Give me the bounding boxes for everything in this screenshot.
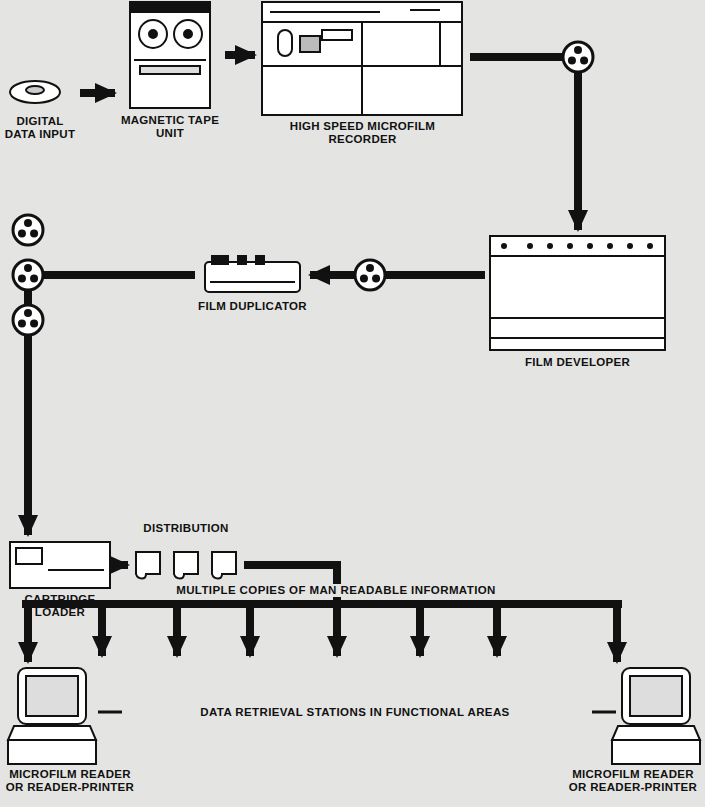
film-reel — [13, 260, 43, 290]
reel-hole — [568, 57, 576, 65]
film-reel — [563, 42, 593, 72]
flow-note: MULTIPLE COPIES OF MAN READABLE INFORMAT… — [172, 584, 500, 597]
distribution-bus — [22, 604, 622, 656]
equipment-node: DIGITAL DATA INPUT — [0, 75, 80, 141]
reel-hole — [18, 275, 26, 283]
reel-hole — [24, 309, 32, 317]
film-reel — [13, 305, 43, 335]
equipment-node: CARTRIDGE LOADER — [0, 535, 120, 619]
film-reels — [13, 42, 593, 335]
equipment-label: DISTRIBUTION — [130, 522, 242, 535]
flow-arrow — [120, 561, 128, 569]
equipment-node: HIGH SPEED MICROFILM RECORDER — [255, 0, 470, 146]
reel-hole — [24, 264, 32, 272]
equipment-drawings — [8, 2, 700, 764]
reel-hole — [18, 230, 26, 238]
equipment-node: MICROFILM READER OR READER-PRINTER — [563, 662, 703, 794]
reel-hole — [372, 275, 380, 283]
equipment-label: CARTRIDGE LOADER — [5, 593, 115, 619]
reel-hole — [366, 264, 374, 272]
equipment-label: MAGNETIC TAPE UNIT — [120, 114, 220, 140]
film-reel — [355, 260, 385, 290]
equipment-node: DISTRIBUTION — [128, 522, 244, 571]
flow-arrow — [80, 89, 115, 97]
reel-hole — [30, 230, 38, 238]
flow-arrow — [470, 57, 578, 230]
reel-hole — [24, 219, 32, 227]
reel-hole — [18, 320, 26, 328]
reel-hole — [360, 275, 368, 283]
equipment-label: MICROFILM READER OR READER-PRINTER — [2, 768, 138, 794]
reel-hole — [30, 320, 38, 328]
reel-hole — [574, 46, 582, 54]
equipment-label: DIGITAL DATA INPUT — [2, 115, 78, 141]
equipment-node: MAGNETIC TAPE UNIT — [115, 0, 225, 140]
equipment-node: FILM DEVELOPER — [485, 230, 670, 369]
reel-hole — [580, 57, 588, 65]
equipment-label: FILM DEVELOPER — [513, 356, 643, 369]
flow-arrow — [310, 271, 485, 279]
flow-arrow — [244, 565, 617, 662]
flow-note: DATA RETRIEVAL STATIONS IN FUNCTIONAL AR… — [196, 706, 513, 719]
equipment-label: FILM DUPLICATOR — [198, 300, 308, 313]
equipment-node: FILM DUPLICATOR — [195, 252, 310, 313]
film-reel — [13, 215, 43, 245]
flow-arrow — [28, 275, 195, 535]
reel-hole — [30, 275, 38, 283]
equipment-node: MICROFILM READER OR READER-PRINTER — [0, 662, 140, 794]
equipment-label: HIGH SPEED MICROFILM RECORDER — [288, 120, 438, 146]
flow-arrow — [225, 51, 255, 59]
equipment-label: MICROFILM READER OR READER-PRINTER — [565, 768, 701, 794]
